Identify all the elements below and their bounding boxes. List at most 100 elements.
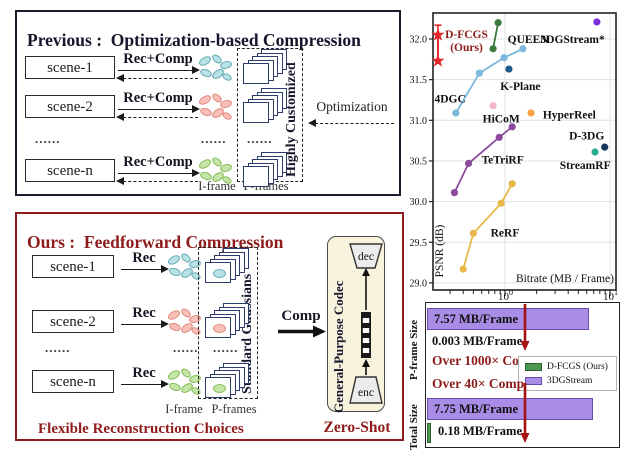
data-point: [500, 54, 508, 62]
data-point: [464, 159, 473, 167]
gaussian-blobs-icon: [196, 53, 234, 83]
ellipsis-dots: ......: [45, 340, 71, 355]
bitstream-bar: [361, 312, 371, 358]
general-purpose-codec-box: General-Purpose Codec dec enc: [327, 236, 385, 413]
pframe-stack: [243, 49, 287, 85]
frame: [205, 262, 231, 283]
series-label-4DGC: 4DGC: [434, 93, 465, 105]
previous-title: Previous : Optimization-based Compressio…: [27, 29, 361, 50]
data-point: [508, 123, 516, 131]
compression-note: Over 1000× Comp: [432, 353, 538, 368]
y-tick-label: 31.5: [410, 75, 428, 86]
scene-box: scene-n: [32, 370, 114, 393]
legend-row: D-FCGS (Ours): [525, 360, 612, 374]
scene-box: scene-n: [25, 159, 115, 182]
frame: [243, 102, 269, 123]
rec-arrow-group: Rec+Comp: [116, 154, 200, 185]
optimization-label: Optimization: [316, 99, 388, 114]
bar-dfcgs: [427, 423, 431, 443]
encoder-trapezoid: [349, 376, 383, 404]
series-label-QUEEN: QUEEN: [508, 34, 550, 46]
legend-swatch: [525, 377, 542, 385]
pframe-stack: [205, 248, 249, 284]
codec-label: General-Purpose Codec: [331, 280, 346, 413]
rec-arrow-group: Rec: [121, 365, 169, 388]
right-arrow-icon: [121, 265, 169, 273]
series-label-D-3DG: D-3DG: [569, 131, 604, 143]
dec-label: dec: [358, 251, 374, 263]
data-point: [593, 18, 601, 26]
left-dashed-arrow-icon: [116, 74, 198, 82]
pframe-size-axis-label: P-frame Size: [408, 319, 420, 380]
gaussian-blobs-icon: [165, 367, 203, 397]
series-label-D-FCGS (Ours): D-FCGS(Ours): [445, 29, 488, 54]
x-axis-label: Bitrate (MB / Frame): [516, 273, 614, 285]
bar-value-label: 7.57 MB/Frame: [434, 312, 519, 326]
size-comparison-chart: P-frame Size Total Size 7.57 MB/Frame 0.0…: [403, 302, 629, 457]
series-label-ReRF: ReRF: [491, 227, 520, 239]
data-point: [505, 65, 513, 73]
rec-arrow-group: Rec: [121, 305, 169, 328]
scene-box: scene-1: [25, 56, 115, 79]
data-point: [497, 199, 505, 207]
pframe-stack: [243, 88, 287, 124]
ellipsis-dots: ......: [35, 131, 61, 146]
gaussian-blobs-icon: [165, 307, 203, 337]
legend-row: 3DGStream: [525, 374, 612, 388]
comp-label: Comp: [281, 308, 321, 324]
bar-legend: D-FCGS (Ours) 3DGStream: [518, 356, 617, 391]
plot-border: [432, 12, 617, 291]
rec-arrow-group: Rec+Comp: [116, 51, 200, 82]
pframe-stack: [205, 363, 249, 399]
rec-arrow-label: Rec: [132, 365, 156, 381]
data-point: [469, 229, 477, 237]
data-point: [601, 143, 609, 151]
data-point: [452, 109, 460, 117]
data-point: [489, 102, 497, 110]
total-size-axis-label: Total Size: [408, 404, 420, 450]
data-point: [494, 19, 502, 27]
ellipsis-dots: ......: [201, 131, 227, 146]
legend-label: 3DGStream: [547, 376, 593, 386]
ellipsis-dots: ......: [173, 340, 199, 355]
scene-box: scene-2: [25, 95, 115, 118]
bar-value-label: 7.75 MB/Frame: [434, 402, 519, 416]
data-point: [519, 45, 527, 53]
series-label-StreamRF: StreamRF: [560, 160, 611, 172]
rec-arrow-label: Rec: [132, 250, 156, 266]
ours-title: Ours : Feedforward Compression: [27, 231, 284, 252]
y-axis-label: PSNR (dB): [434, 224, 446, 277]
right-arrow-icon: [118, 105, 200, 113]
iframe-column-label: I-frame: [165, 402, 203, 416]
y-tick-label: 30.5: [410, 156, 428, 167]
bar-3dgstream: 7.75 MB/Frame: [427, 398, 593, 420]
series-line-QUEEN: [492, 22, 500, 49]
frame: [205, 317, 231, 338]
left-dashed-arrow-icon: [116, 177, 198, 185]
bar-value-label: 0.003 MB/Frame: [432, 334, 523, 348]
scene-box: scene-2: [32, 310, 114, 333]
y-tick-label: 30.0: [410, 197, 428, 208]
series-line-ReRF: [462, 183, 513, 270]
gaussian-dot-icon: [213, 269, 226, 278]
bar-3dgstream: 7.57 MB/Frame: [427, 308, 589, 330]
data-point: [495, 133, 503, 141]
x-tick-label: 100: [498, 288, 513, 302]
legend-swatch: [525, 363, 542, 371]
star-marker: [431, 27, 445, 41]
rec-arrow-label: Rec+Comp: [123, 90, 193, 106]
data-point: [508, 180, 516, 188]
compression-note: Over 40× Comp: [432, 376, 525, 391]
scene-box: scene-1: [32, 255, 114, 278]
series-label-HiCoM: HiCoM: [483, 114, 520, 126]
star-marker: [431, 54, 445, 67]
ellipsis-dots: ......: [247, 131, 273, 146]
ellipsis-dots: ......: [213, 340, 239, 355]
right-arrow-icon: [121, 380, 169, 388]
series-line-4DGC: [455, 47, 524, 114]
flexible-reconstruction-label: Flexible Reconstruction Choices: [38, 421, 244, 437]
series-label-HyperReel: HyperReel: [543, 110, 596, 122]
